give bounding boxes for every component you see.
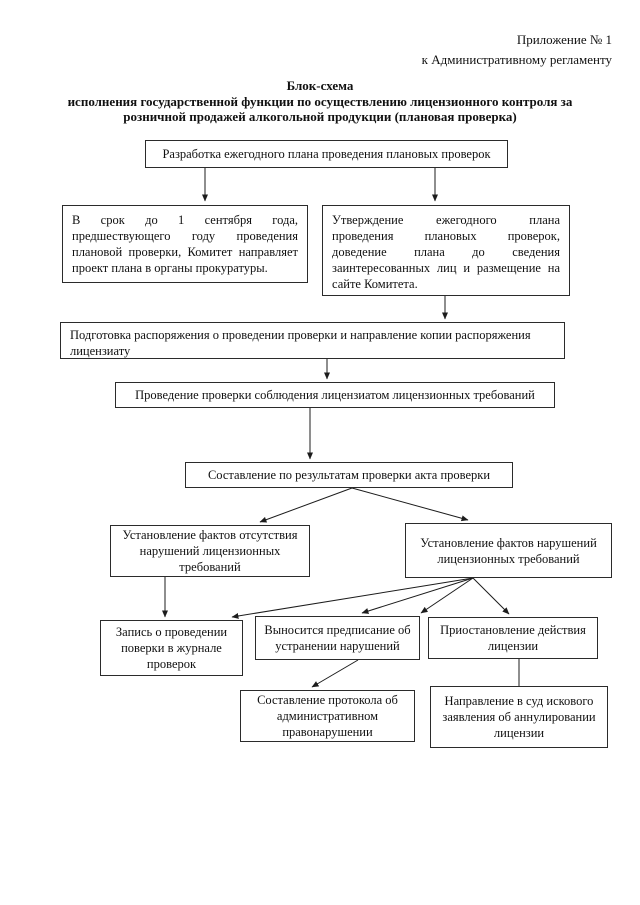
flowchart-node-administrative-offence-protocol: Составление протокола об административно…	[240, 690, 415, 742]
flowchart-node-court-claim-license-annulment: Направление в суд искового заявления об …	[430, 686, 608, 748]
flowchart-node-suspend-license: Приостановление действия лицензии	[428, 617, 598, 659]
flowchart-node-develop-annual-plan: Разработка ежегодного плана проведения п…	[145, 140, 508, 168]
flowchart-node-draw-up-inspection-act: Составление по результатам проверки акта…	[185, 462, 513, 488]
flowchart-node-violations-found: Установление фактов нарушений лицензионн…	[405, 523, 612, 578]
flowchart-node-no-violations-found: Установление фактов отсутствия нарушений…	[110, 525, 310, 577]
connector-violations-to-journal	[231, 577, 474, 619]
title-line-2: исполнения государственной функции по ос…	[67, 93, 573, 109]
page-title: Блок-схема исполнения государственной фу…	[0, 78, 640, 125]
flowchart-node-prepare-inspection-order: Подготовка распоряжения о проведении про…	[60, 322, 565, 359]
connector-violations-to-order-eliminate	[361, 577, 474, 614]
connector-order-eliminate-to-protocol	[311, 659, 359, 688]
annex-line-2: к Административному регламенту	[421, 52, 612, 67]
title-line-1: Блок-схема	[286, 78, 354, 93]
title-line-3: розничной продажей алкогольной продукции…	[123, 109, 517, 124]
annex-reference: Приложение № 1 к Административному регла…	[422, 30, 612, 70]
annex-line-1: Приложение № 1	[516, 32, 612, 47]
connector-act-to-no-violations	[259, 487, 353, 523]
flowchart-node-approve-annual-plan: Утверждение ежегодного плана проведения …	[322, 205, 570, 296]
flowchart-node-conduct-inspection: Проведение проверки соблюдения лицензиат…	[115, 382, 555, 408]
connector-act-to-violations	[351, 487, 469, 522]
flowchart-node-journal-record: Запись о проведении поверки в журнале пр…	[100, 620, 243, 676]
flowchart-node-send-draft-plan-to-prosecutors: В срок до 1 сентября года, предшествующе…	[62, 205, 308, 283]
connector-violations-to-order-eliminate-corner	[420, 577, 474, 614]
connector-violations-to-suspend	[472, 577, 510, 615]
flowchart-node-order-to-eliminate-violations: Выносится предписание об устранении нару…	[255, 616, 420, 660]
